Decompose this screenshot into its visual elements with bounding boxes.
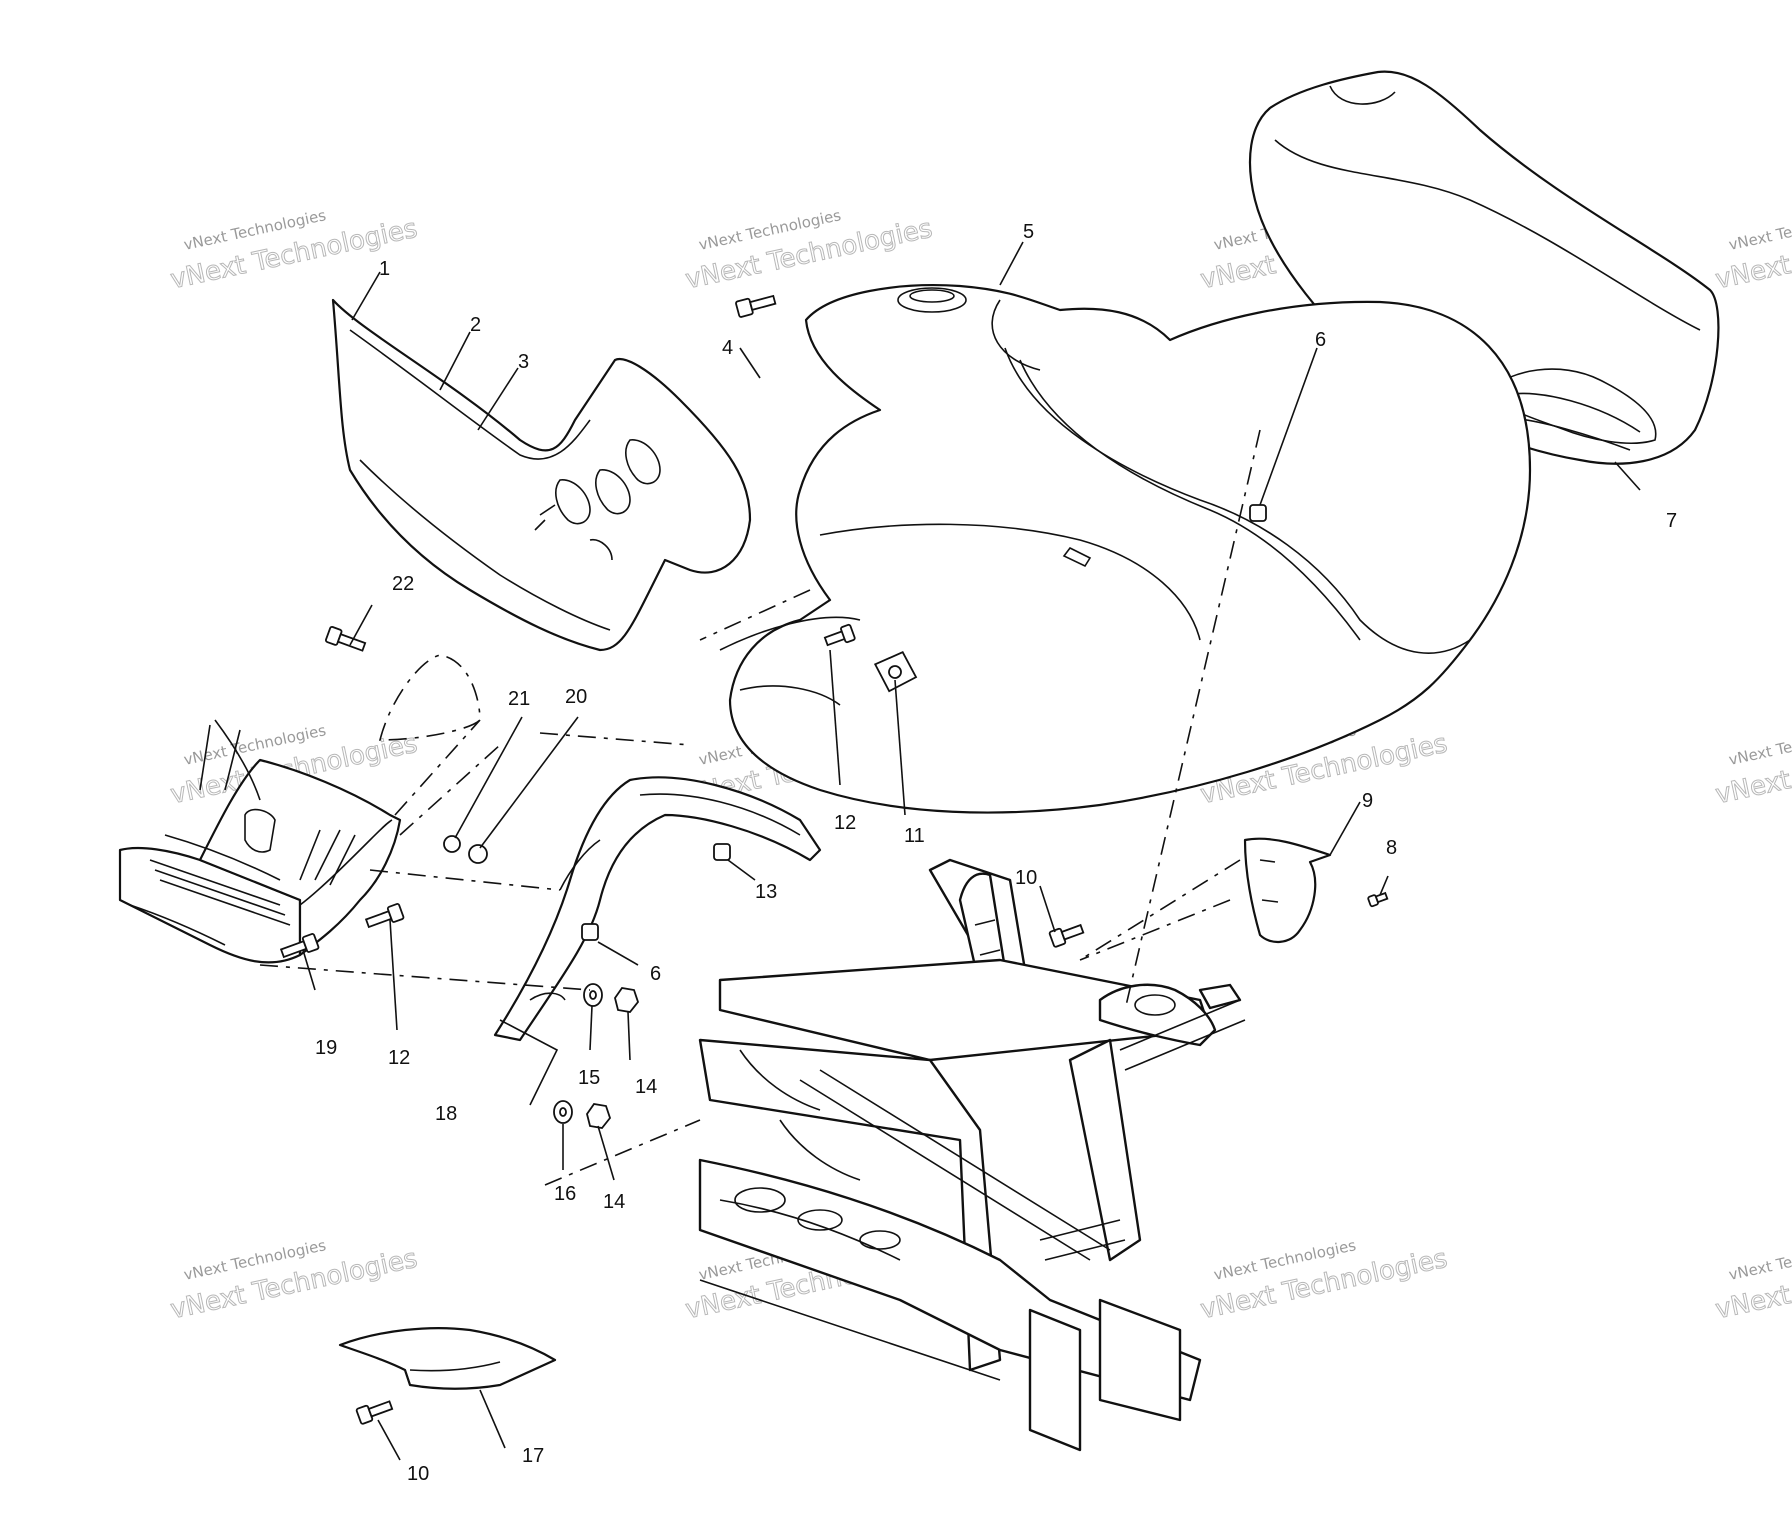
watermark: vNext Technologies vNext Technologies	[1712, 1236, 1792, 1326]
bolt-icon	[823, 623, 856, 647]
hardware	[279, 294, 1389, 1425]
nut-icon	[614, 987, 640, 1013]
callout-9: 9	[1362, 790, 1373, 812]
part-front-fender	[719, 284, 1532, 814]
callout-11: 11	[904, 825, 925, 847]
bolt-icon	[735, 294, 777, 318]
part-footrest	[118, 719, 402, 964]
watermark: vNext Technologies vNext Technologies	[1712, 721, 1792, 811]
callout-16: 16	[554, 1183, 576, 1205]
callout-12a: 12	[834, 812, 856, 834]
callout-19: 19	[315, 1037, 337, 1059]
callout-21: 21	[508, 688, 530, 710]
part-side-bracket	[1243, 837, 1332, 943]
callout-22: 22	[392, 573, 414, 595]
clip-icon	[581, 923, 599, 941]
part-skid-plate	[338, 1327, 557, 1390]
svg-text:vNext Technologies: vNext Technologies	[1727, 206, 1792, 254]
callout-6a: 6	[1315, 329, 1326, 351]
callout-1: 1	[379, 258, 390, 280]
part-fender-bracket	[493, 776, 822, 1042]
svg-text:vNext Technologies: vNext Technologies	[1727, 721, 1792, 769]
bolt-icon	[1367, 891, 1389, 908]
callouts: 1 2 3 4 5 6 7 8 9 10 11 12 13 6 14 15 14…	[315, 221, 1677, 1485]
clip-icon	[1249, 504, 1267, 522]
callout-14b: 14	[603, 1191, 625, 1213]
bolt-icon	[1048, 923, 1085, 948]
callout-7: 7	[1666, 510, 1677, 532]
clip-icon	[713, 843, 731, 861]
watermark: vNext Technologies vNext Technologies	[167, 1236, 420, 1326]
callout-8: 8	[1386, 837, 1397, 859]
callout-12b: 12	[388, 1047, 410, 1069]
nut-icon	[443, 835, 461, 853]
callout-15: 15	[578, 1067, 600, 1089]
part-chassis-frame	[698, 858, 1246, 1452]
callout-13: 13	[755, 881, 777, 903]
svg-text:vNext Technologies: vNext Technologies	[1727, 1236, 1792, 1284]
callout-18: 18	[435, 1103, 457, 1125]
part-footwell-panel	[331, 298, 752, 652]
bolt-icon	[355, 1400, 394, 1425]
watermark: vNext Technologies vNext Technologies	[682, 206, 935, 296]
callout-5: 5	[1023, 221, 1034, 243]
callout-17: 17	[522, 1445, 544, 1467]
callout-6b: 6	[650, 963, 661, 985]
callout-2: 2	[470, 314, 481, 336]
grommet-icon	[873, 651, 918, 693]
bolt-icon	[364, 903, 405, 929]
callout-20: 20	[565, 686, 587, 708]
callout-4: 4	[722, 337, 733, 359]
callout-14a: 14	[635, 1076, 657, 1098]
leader-lines	[302, 241, 1641, 1461]
callout-3: 3	[518, 351, 529, 373]
bolt-icon	[279, 933, 320, 959]
callout-10b: 10	[407, 1463, 429, 1485]
watermark: vNext Technologies vNext Technologies	[1712, 206, 1792, 296]
watermark: vNext Technologies vNext Technologies	[1197, 1236, 1450, 1326]
assembly-lines	[259, 429, 1261, 1186]
nut-icon	[468, 844, 488, 864]
nut-icon	[586, 1103, 612, 1129]
callout-10a: 10	[1015, 867, 1037, 889]
bolt-icon	[325, 625, 367, 652]
